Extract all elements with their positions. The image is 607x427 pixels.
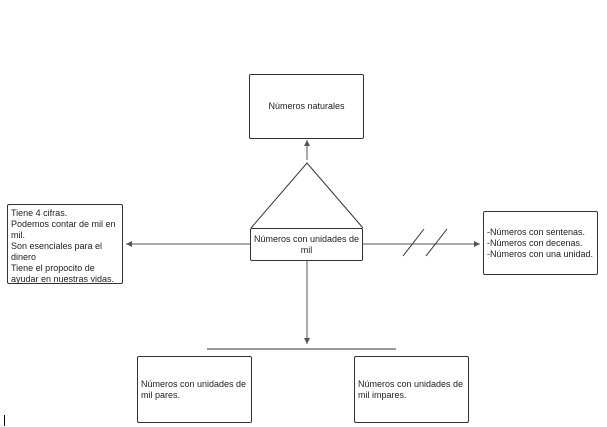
node-right[interactable]: -Números con sentenas. -Números con dece… bbox=[483, 211, 598, 275]
node-right-line-2: -Números con decenas. bbox=[487, 237, 583, 248]
slash-mark-1 bbox=[402, 228, 425, 257]
node-right-line-1: -Números con sentenas. bbox=[487, 226, 586, 237]
node-top[interactable]: Números naturales bbox=[249, 74, 364, 139]
node-left-line-6: Tiene el propocito de bbox=[11, 263, 95, 273]
node-left-line-5: dinero bbox=[11, 252, 37, 262]
slash-mark-2 bbox=[425, 228, 448, 257]
node-bottom-right-line-2: mil impares. bbox=[358, 389, 407, 400]
node-left-line-7: ayudar en nuestras vidas. bbox=[11, 274, 115, 284]
node-bottom-right-line-1: Números con unidades de bbox=[358, 378, 464, 389]
node-center[interactable]: Números con unidades de mil bbox=[250, 228, 363, 261]
node-left[interactable]: Tiene 4 cifras. Podemos contar de mil en… bbox=[7, 204, 123, 284]
text-cursor bbox=[4, 415, 5, 426]
node-center-line-2: mil bbox=[300, 244, 313, 255]
node-left-line-1: Tiene 4 cifras. bbox=[11, 208, 68, 218]
node-left-line-2: Podemos contar de mil en bbox=[11, 219, 116, 229]
node-top-line-1: Números naturales bbox=[268, 101, 345, 111]
node-bottom-left-line-2: mil pares. bbox=[141, 389, 181, 400]
triangle-shape bbox=[250, 162, 364, 229]
node-left-line-4: Son esenciales para el bbox=[11, 241, 103, 251]
node-bottom-left-line-1: Números con unidades de bbox=[141, 378, 247, 389]
node-bottom-left[interactable]: Números con unidades de mil pares. bbox=[137, 356, 252, 423]
node-bottom-right[interactable]: Números con unidades de mil impares. bbox=[354, 356, 469, 423]
node-center-line-1: Números con unidades de bbox=[253, 233, 360, 244]
node-right-line-3: -Números con una unidad. bbox=[487, 248, 594, 259]
node-left-line-3: mil. bbox=[11, 230, 25, 240]
